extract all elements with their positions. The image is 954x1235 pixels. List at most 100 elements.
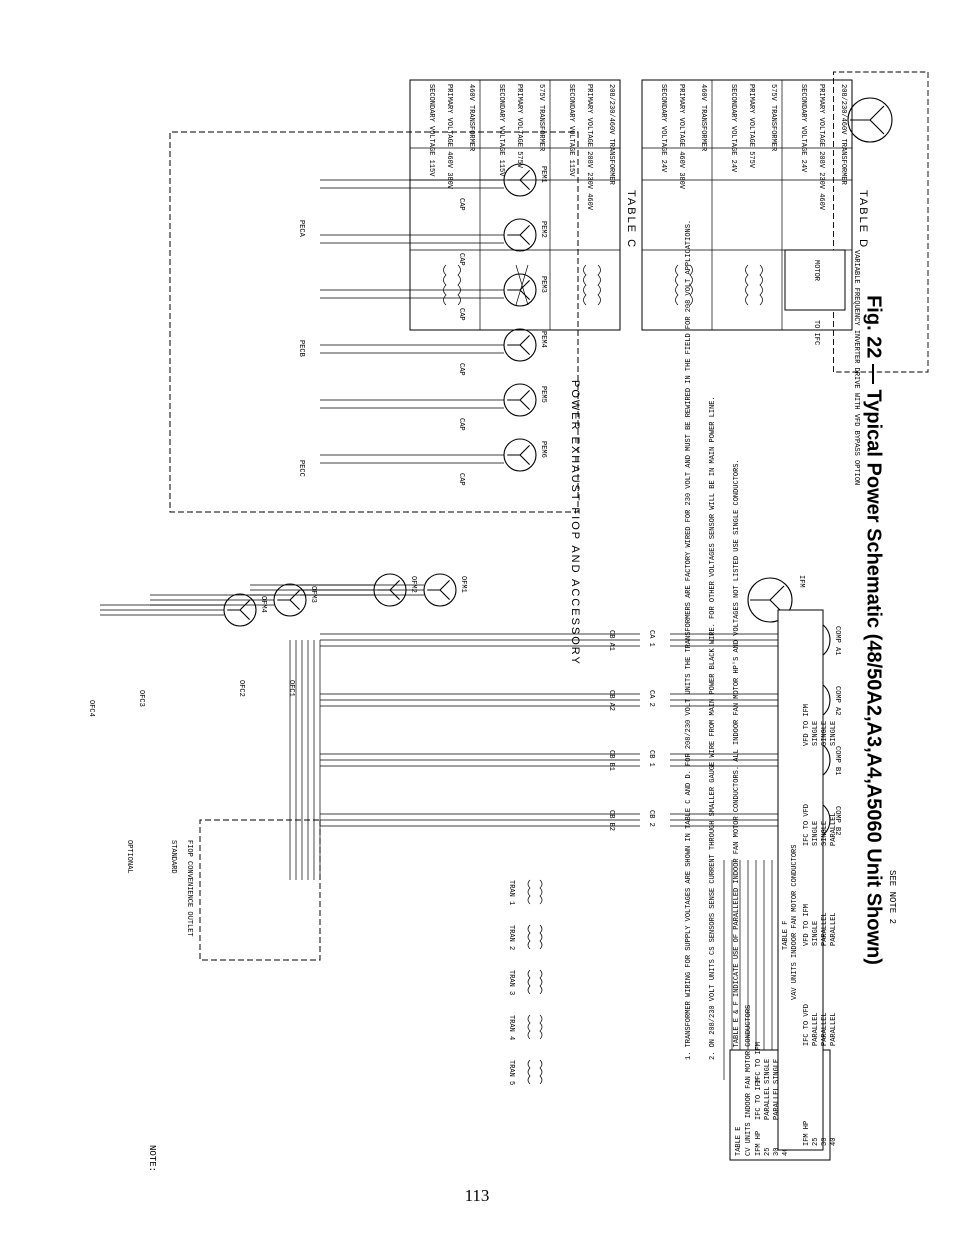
notes-lines: 1. TRANSFORMER WIRING FOR SUPPLY VOLTAGE… <box>685 220 741 1060</box>
motor-winding <box>507 170 530 190</box>
table-cell: PARALLEL <box>821 1012 829 1046</box>
table-cell: PARALLEL <box>830 912 838 946</box>
transformer-coil <box>527 969 531 995</box>
table-cell: SINGLE <box>812 721 820 746</box>
table-cell: SINGLE <box>821 721 829 746</box>
table-d-row-secondary: SECONDARY VOLTAGE 24V <box>799 84 807 173</box>
motor-winding <box>377 580 400 600</box>
outdoor-fan-motor-label: OFM2 <box>409 576 417 593</box>
table-d-row-secondary: SECONDARY VOLTAGE 24V <box>729 84 737 173</box>
contactor-label: CA 2 <box>647 690 655 707</box>
table-d-row-primary: PRIMARY VOLTAGE 208V 230V 460V <box>817 84 825 211</box>
exhaust-fan-motor-label: PEM5 <box>539 386 547 403</box>
motor-winding <box>507 390 530 410</box>
compressor-motor-label: COMP B1 <box>833 746 841 775</box>
outdoor-fan-motor-label: OFM3 <box>309 586 317 603</box>
note-1: 1. TRANSFORMER WIRING FOR SUPPLY VOLTAGE… <box>685 220 693 1060</box>
table-header-cell: IFC TO IFM <box>755 1078 763 1120</box>
table-cell: 30 <box>821 1138 829 1146</box>
motor-winding <box>507 225 530 245</box>
table-cell: 25 <box>764 1148 772 1156</box>
convenience-outlet-region <box>199 819 321 961</box>
outdoor-fan-motor: OFM1 <box>423 573 467 607</box>
transformer-label: TRAN 5 <box>507 1060 515 1085</box>
exhaust-fan-motor: PEM5 <box>503 383 547 417</box>
transformer-coil <box>539 1059 543 1085</box>
table-d-row-primary: PRIMARY VOLTAGE 575V <box>747 84 755 169</box>
table-cell: PARALLEL <box>821 912 829 946</box>
table-header-cell: IFM HP <box>755 1131 763 1156</box>
table-cell: SINGLE <box>821 821 829 846</box>
transformer: TRAN 4 <box>507 1014 543 1040</box>
vfd-bypass-label: VARIABLE FREQUENCY INVERTER DRIVE WITH V… <box>852 250 860 485</box>
table-cell: 25 <box>812 1138 820 1146</box>
table-d-title: TABLE D <box>857 190 869 249</box>
outdoor-fan-motor: OFM2 <box>373 573 417 607</box>
motor-winding <box>507 280 530 300</box>
compressor-motor-label: COMP B2 <box>833 806 841 835</box>
transformer-coil <box>527 924 531 950</box>
capacitor-label: CAP <box>457 473 465 486</box>
note-3: 3. TABLE E & F INDICATE USE OF PARALLELE… <box>733 459 741 1060</box>
exhaust-fan-motor: PEM4 <box>503 328 547 362</box>
convenience-outlet-label: FIOP CONVENIENCE OUTLET <box>185 840 193 937</box>
exhaust-fan-motor-label: PEM4 <box>539 331 547 348</box>
power-exhaust-label: POWER EXHAUST FIOP AND ACCESSORY <box>569 380 581 666</box>
table-c-row-title: 460V TRANSFORMER <box>467 84 475 152</box>
motor-winding <box>227 600 250 620</box>
transformer: TRAN 3 <box>507 969 543 995</box>
table-f-title: TABLE F <box>782 921 790 950</box>
outdoor-fan-motor-label: OFM4 <box>259 596 267 613</box>
table-cell: PARALLEL <box>812 1012 820 1046</box>
capacitor-label: CAP <box>457 308 465 321</box>
table-cell: SINGLE <box>764 1059 772 1084</box>
to-ifc-label: TO IFC <box>812 320 820 345</box>
compressor-motor-label: COMP A1 <box>833 626 841 655</box>
breaker-label: CB B1 <box>607 750 615 771</box>
motor-winding <box>507 335 530 355</box>
exhaust-fan-motor-label: PEM6 <box>539 441 547 458</box>
table-header-cell: IFC TO VFD <box>803 1004 811 1046</box>
ifm-label: IFM <box>797 575 805 588</box>
transformer-label: TRAN 1 <box>507 880 515 905</box>
ofc-label: OFC4 <box>87 700 95 717</box>
ifm-motor <box>847 97 893 143</box>
contactor-label: CB 1 <box>647 750 655 767</box>
table-cell: 40 <box>782 1148 790 1156</box>
table-header-cell: VFD TO IFM <box>803 704 811 746</box>
contactor-label: CA 1 <box>647 630 655 647</box>
table-cell: SINGLE <box>812 921 820 946</box>
notes-block: NOTE: <box>147 1145 157 1172</box>
standard-label: STANDARD <box>169 840 177 874</box>
table-d-row-primary: PRIMARY VOLTAGE 460V 380V <box>677 84 685 190</box>
exhaust-contactor-label: PECB <box>297 340 305 357</box>
contactor-label: CB 2 <box>647 810 655 827</box>
table-header-cell: IFC TO IFM <box>755 1042 763 1084</box>
transformer-coil <box>527 879 531 905</box>
ofc-label: OFC2 <box>237 680 245 697</box>
page-number: 113 <box>464 1186 490 1205</box>
table-c-row-secondary: SECONDARY VOLTAGE 115V <box>567 84 575 177</box>
transformer-coil <box>527 1014 531 1040</box>
vfd-motor-box <box>784 249 846 311</box>
capacitor-label: CAP <box>457 253 465 266</box>
table-c-block: TABLE C 208/230/460V TRANSFORMER PRIMARY… <box>409 79 637 331</box>
transformer-coil <box>539 879 543 905</box>
see-note-2-label: SEE NOTE 2 <box>887 870 897 924</box>
exhaust-fan-motor-label: PEM2 <box>539 221 547 238</box>
exhaust-fan-motor-label: PEM1 <box>539 166 547 183</box>
table-f-subtitle: VAV UNITS INDOOR FAN MOTOR CONDUCTORS <box>791 845 799 1000</box>
motor-winding <box>427 580 450 600</box>
schematic-rotated-frame: TABLE D 208/230/460V TRANSFORMER PRIMARY… <box>87 71 929 1172</box>
note-heading: NOTE: <box>147 1145 157 1172</box>
table-header-cell: VFD TO IFM <box>803 904 811 946</box>
vfd-bypass-region <box>833 71 929 373</box>
outdoor-fan-motor-label: OFM1 <box>459 576 467 593</box>
table-f: TABLE F VAV UNITS INDOOR FAN MOTOR CONDU… <box>777 609 838 1151</box>
compressor-motor-label: COMP A2 <box>833 686 841 715</box>
